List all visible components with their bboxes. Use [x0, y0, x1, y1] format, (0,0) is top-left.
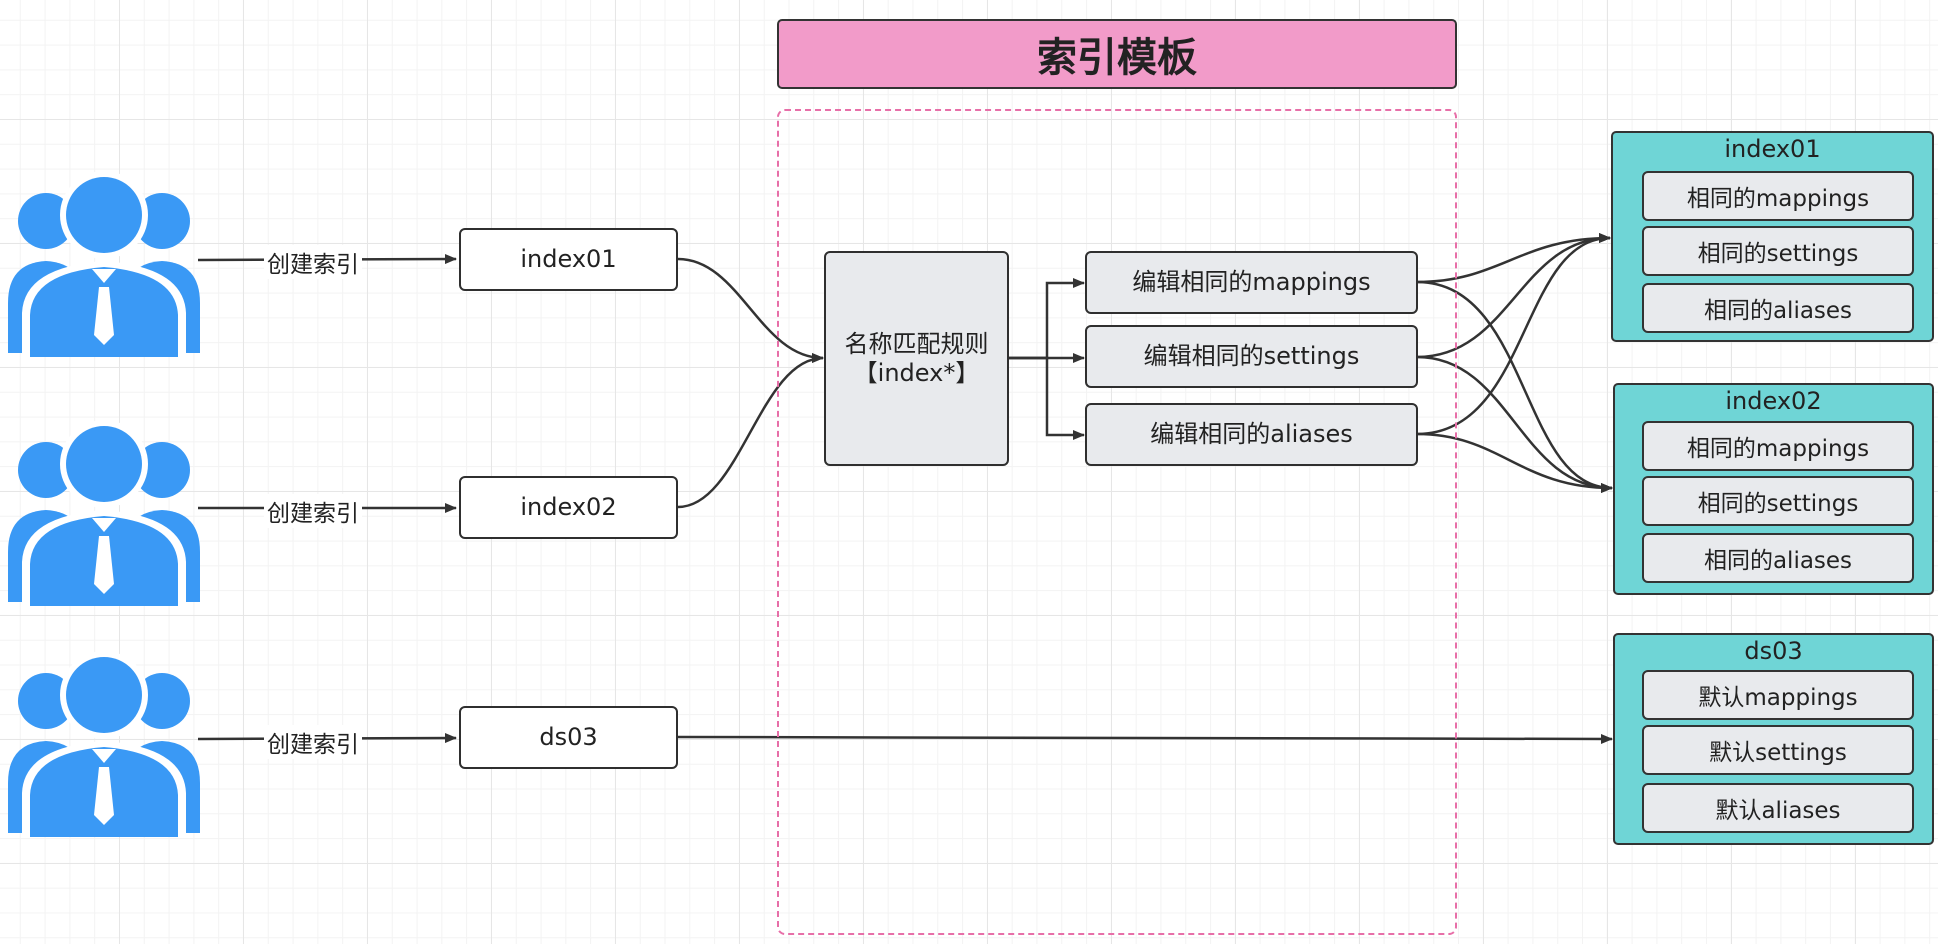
match-rule-node[interactable]: 名称匹配规则 【index*】	[824, 251, 1009, 466]
index-node-index02[interactable]: index02	[459, 476, 678, 539]
result-item: 相同的settings	[1642, 226, 1914, 276]
result-item: 默认aliases	[1642, 783, 1914, 833]
index-node-ds03[interactable]: ds03	[459, 706, 678, 769]
result-item: 相同的settings	[1642, 476, 1914, 526]
result-item: 相同的mappings	[1642, 421, 1914, 471]
create-index-label: 创建索引	[264, 725, 362, 759]
result-title: ds03	[1744, 637, 1803, 665]
result-title: index01	[1724, 135, 1821, 163]
user-group-shape	[8, 420, 200, 606]
create-index-label: 创建索引	[264, 494, 362, 528]
result-title: index02	[1725, 387, 1822, 415]
edit-aliases-label: 编辑相同的aliases	[1150, 420, 1353, 449]
edit-aliases-node[interactable]: 编辑相同的aliases	[1085, 403, 1418, 466]
arrow-mappings-index01	[1416, 233, 1611, 284]
user-group-icon	[8, 420, 200, 606]
user-group-shape	[8, 171, 200, 357]
result-item: 默认settings	[1642, 725, 1914, 775]
user-group-shape	[8, 651, 200, 837]
index-node-label: index01	[520, 245, 617, 274]
index-node-label: index02	[520, 493, 617, 522]
edit-mappings-node[interactable]: 编辑相同的mappings	[1085, 251, 1418, 314]
match-rule-pattern: 【index*】	[853, 358, 980, 387]
arrow-settings-index01	[1416, 233, 1611, 359]
result-box-index01[interactable]: index01 相同的mappings 相同的settings 相同的alias…	[1611, 131, 1934, 342]
template-title: 索引模板	[777, 19, 1457, 89]
arrow-index02-rule	[677, 353, 824, 509]
create-index-label: 创建索引	[264, 245, 362, 279]
arrow-aliases-index02	[1416, 432, 1613, 493]
result-item: 默认mappings	[1642, 670, 1914, 720]
index-node-index01[interactable]: index01	[459, 228, 678, 291]
edit-settings-node[interactable]: 编辑相同的settings	[1085, 325, 1418, 388]
template-title-text: 索引模板	[1037, 35, 1197, 81]
result-box-index02[interactable]: index02 相同的mappings 相同的settings 相同的alias…	[1613, 383, 1934, 595]
match-rule-title: 名称匹配规则	[844, 329, 989, 358]
user-group-icon	[8, 171, 200, 357]
edit-settings-label: 编辑相同的settings	[1143, 342, 1360, 371]
result-item: 相同的mappings	[1642, 171, 1914, 221]
arrow-index01-rule	[677, 257, 824, 363]
result-box-ds03[interactable]: ds03 默认mappings 默认settings 默认aliases	[1613, 633, 1934, 845]
index-node-label: ds03	[539, 723, 598, 752]
result-item: 相同的aliases	[1642, 283, 1914, 333]
arrow-settings-index02	[1416, 355, 1613, 493]
user-group-icon	[8, 651, 200, 837]
template-region	[777, 109, 1457, 935]
edit-mappings-label: 编辑相同的mappings	[1132, 268, 1371, 297]
arrow-rule-aliases	[1009, 356, 1085, 440]
result-item: 相同的aliases	[1642, 533, 1914, 583]
